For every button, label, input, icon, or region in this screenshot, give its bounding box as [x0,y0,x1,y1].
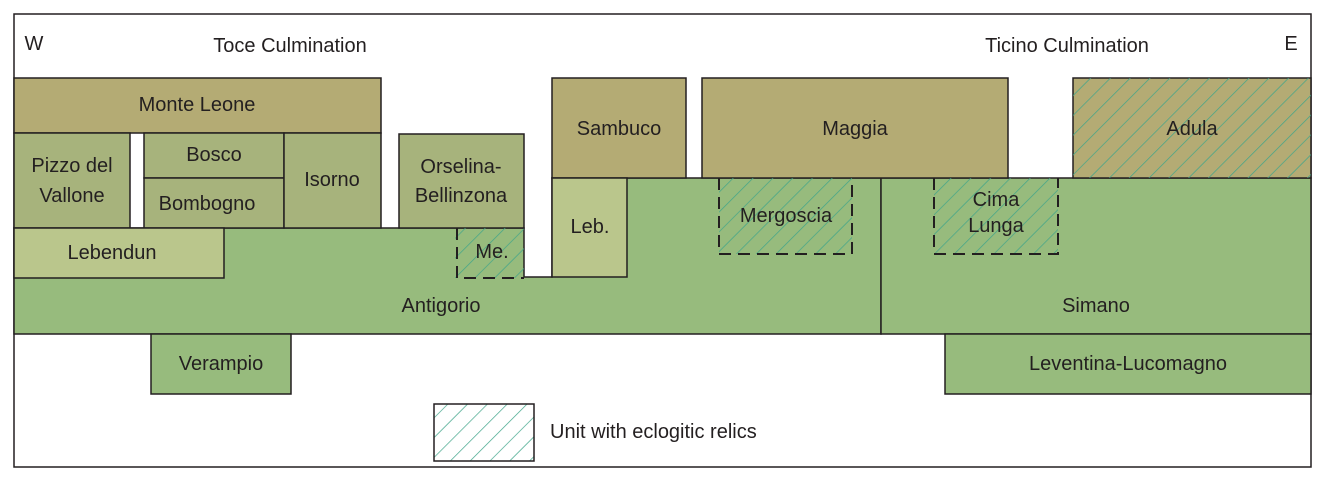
ticino-culmination-label: Ticino Culmination [985,35,1149,57]
sambuco-unit [551,77,687,179]
adula-label: Adula [1166,118,1218,140]
monte-leone-unit [13,77,382,134]
cima-lunga-hatch [934,178,1058,254]
toce-culmination-label: Toce Culmination [213,35,366,57]
orselina-bellinzona-label-line1: Orselina- [420,156,501,178]
maggia-unit [701,77,1009,179]
me-label: Me. [475,241,508,263]
maggia-label: Maggia [822,118,888,140]
cima-lunga-dashed-outline [933,178,1059,255]
mergoscia-hatch [719,178,852,254]
me-hatch [455,228,524,278]
leb-unit [551,177,628,278]
mergoscia-dashed-outline [718,178,853,255]
isorno-unit [283,132,382,229]
pizzo-del-vallone-unit [13,132,131,229]
monte-leone-label: Monte Leone [139,94,256,116]
orselina-bellinzona-unit [398,133,525,229]
pizzo-del-vallone-label-line2: Vallone [39,185,104,207]
adula-hatch [1073,78,1311,178]
orselina-bellinzona-label-line2: Bellinzona [415,185,508,207]
legend-eclogitic-label: Unit with eclogitic relics [550,421,757,443]
me-dashed-outline [456,228,524,279]
east-label: E [1284,33,1297,55]
legend-hatch-swatch [433,403,535,462]
leventina-lucomagno-unit [944,333,1312,395]
antigorio-label: Antigorio [402,295,481,317]
cima-lunga-label-line2: Lunga [968,215,1024,237]
bosco-label: Bosco [186,144,242,166]
isorno-label: Isorno [304,169,360,191]
sambuco-label: Sambuco [577,118,662,140]
bombogno-label: Bombogno [159,193,256,215]
west-label: W [25,33,44,55]
leb-label: Leb. [571,216,610,238]
lebendun-label: Lebendun [68,242,157,264]
leventina-lucomagno-label: Leventina-Lucomagno [1029,353,1227,375]
verampio-unit [150,333,292,395]
bosco-unit [143,132,285,179]
simano-label: Simano [1062,295,1130,317]
mergoscia-label: Mergoscia [740,205,833,227]
verampio-label: Verampio [179,353,264,375]
pizzo-del-vallone-label-line1: Pizzo del [31,155,112,177]
cima-lunga-label-line1: Cima [973,189,1021,211]
lebendun-unit [13,227,225,279]
